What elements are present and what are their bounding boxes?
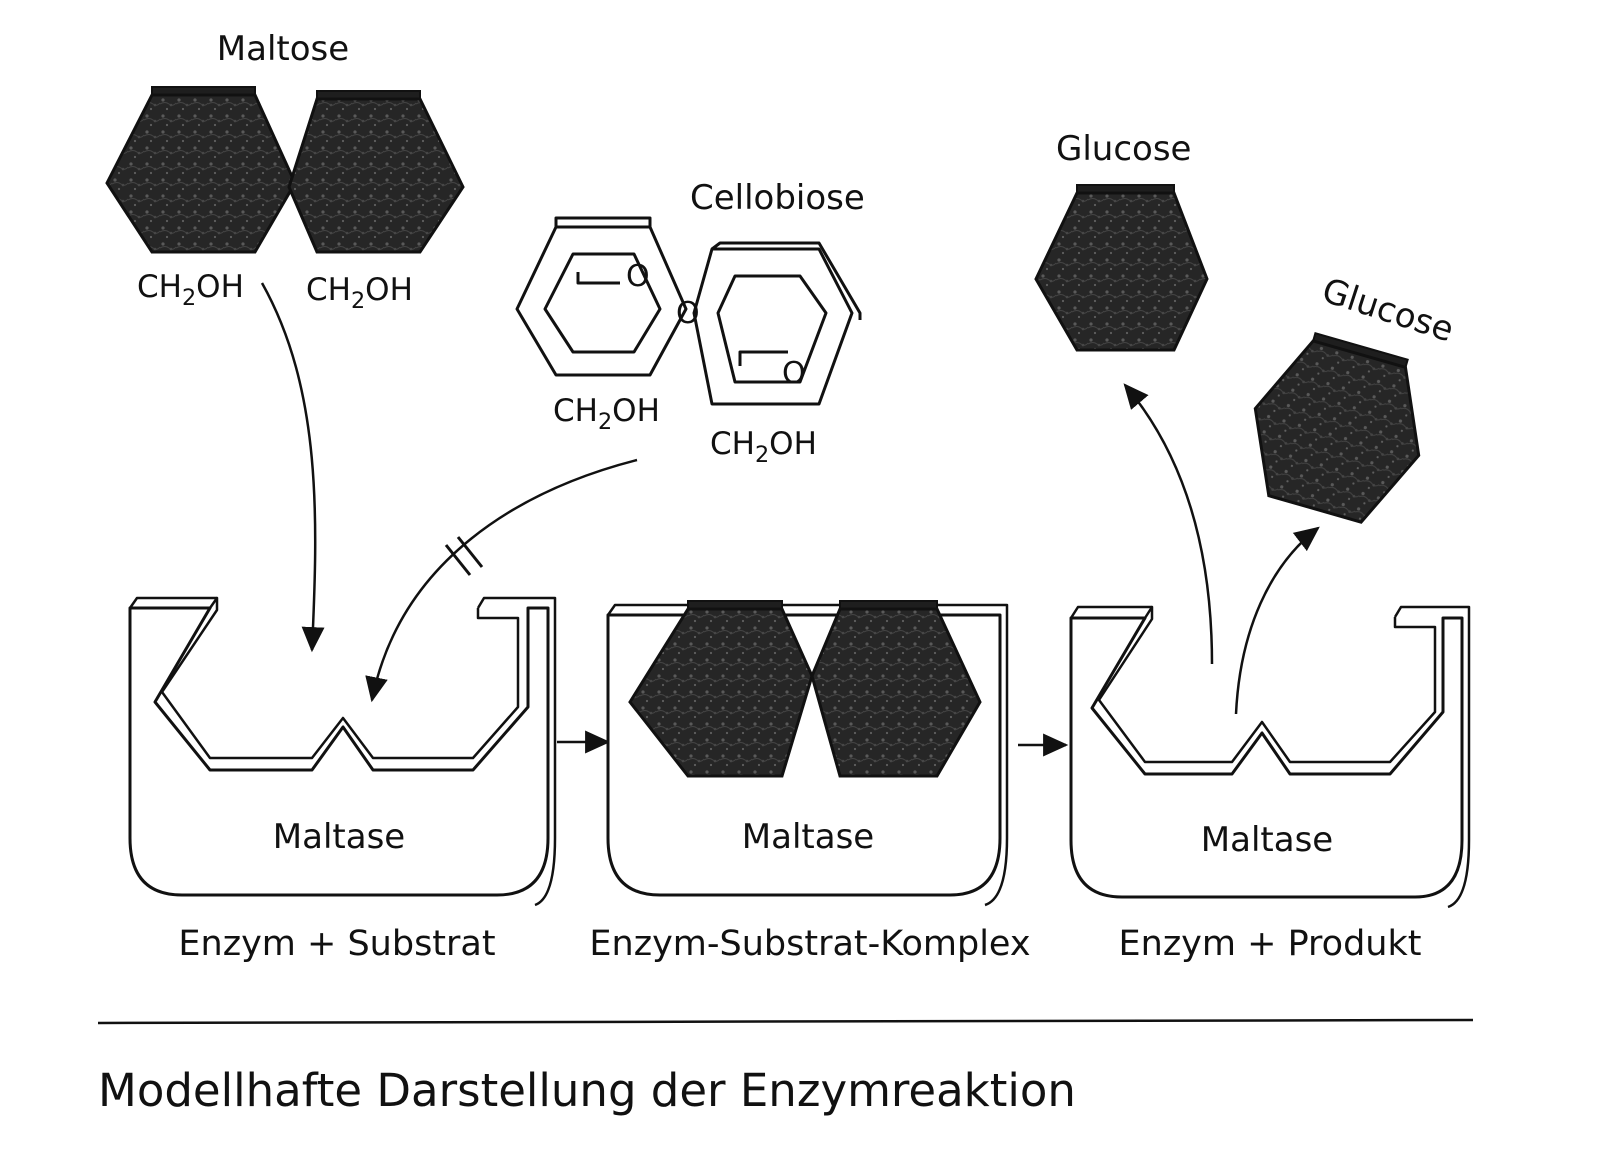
cellobiose-ring-oxygen-left: O [626, 259, 650, 294]
glucose-1-release-arrow [1123, 383, 1214, 665]
cellobiose-left-group: CH2OH [553, 393, 660, 435]
enzyme-1: Maltase [128, 596, 557, 907]
enzyme-1-body [128, 606, 550, 897]
figure-caption: Modellhafte Darstellung der Enzymreaktio… [98, 1064, 1076, 1117]
maltose-label: Maltose [217, 29, 349, 69]
cellobiose-right-group: CH2OH [710, 426, 817, 468]
cellobiose-right-ring [692, 241, 862, 406]
cellobiose-blocked-arrow [365, 458, 638, 703]
glucose-1-label: Glucose [1056, 129, 1191, 169]
glucose-molecule-1: Glucose [1034, 129, 1209, 352]
cellobiose-ring-oxygen-right: O [782, 356, 806, 391]
enzyme-3: Maltase [1069, 605, 1471, 909]
enzyme-3-state-label: Enzym + Produkt [1119, 924, 1422, 964]
maltose-left-group: CH2OH [137, 269, 244, 311]
cellobiose-label: Cellobiose [690, 178, 865, 218]
blocked-marker-icon [444, 536, 484, 576]
enzyme-1-label: Maltase [273, 817, 405, 857]
enzyme-2-state-label: Enzym-Substrat-Komplex [589, 924, 1030, 964]
enzyme-1-state-label: Enzym + Substrat [178, 924, 495, 964]
enzyme-3-edge [1069, 605, 1471, 909]
enzyme-2-bound-substrate [628, 600, 982, 778]
cellobiose-left-ring [515, 216, 688, 377]
glucose-molecule-2: Glucose [1253, 271, 1458, 524]
maltose-binding-arrow [260, 282, 325, 653]
maltose-right-group: CH2OH [306, 272, 413, 314]
glucose-2-label: Glucose [1317, 271, 1458, 351]
cellobiose-molecule: Cellobiose O O O CH2OH CH2OH [515, 178, 865, 468]
enzyme-2-edge [606, 603, 1009, 907]
maltose-right-ring [287, 90, 465, 254]
cellobiose-bridge-oxygen: O [676, 296, 700, 331]
enzyme-2: Maltase [606, 600, 1009, 907]
caption-divider [97, 1018, 1474, 1025]
enzyme-1-edge [128, 596, 557, 907]
enzyme-2-label: Maltase [742, 817, 874, 857]
reaction-arrows [260, 282, 1320, 757]
glucose-2-release-arrow [1234, 526, 1320, 715]
maltose-molecule: Maltose CH2OH CH2OH [105, 29, 465, 314]
maltose-left-ring [105, 86, 297, 254]
enzyme-3-body [1069, 616, 1464, 899]
enzyme-3-label: Maltase [1201, 820, 1333, 860]
